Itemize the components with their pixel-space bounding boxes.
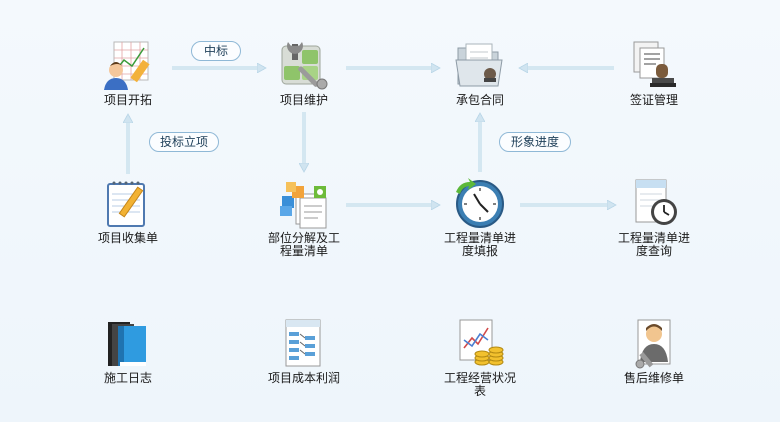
folder-document-icon (455, 43, 503, 87)
chart-coins-icon (459, 319, 504, 366)
document-clock-icon (635, 179, 677, 225)
node-bill-progress-query[interactable]: 工程量清单进度查询 (599, 178, 709, 258)
node-project-cost-profit[interactable]: 项目成本利润 (249, 318, 359, 385)
node-contract[interactable]: 承包合同 (425, 40, 535, 107)
clock-refresh-icon (456, 178, 504, 228)
repair-person-icon (635, 319, 671, 369)
node-project-development[interactable]: 项目开拓 (73, 40, 183, 107)
node-label: 工程经营状况表 (443, 371, 516, 398)
books-icon (108, 322, 146, 366)
node-label: 部位分解及工程量清单 (267, 231, 340, 258)
node-part-breakdown-bill[interactable]: 部位分解及工程量清单 (249, 178, 359, 258)
node-label: 项目维护 (279, 93, 328, 107)
node-signature-management[interactable]: 签证管理 (599, 40, 709, 107)
node-label: 项目成本利润 (267, 371, 340, 385)
node-construction-log[interactable]: 施工日志 (73, 318, 183, 385)
project-maintenance-icon (281, 42, 328, 90)
node-bill-progress-entry[interactable]: 工程量清单进度填报 (425, 178, 535, 258)
node-after-sales-repair[interactable]: 售后维修单 (599, 318, 709, 385)
notepad-pencil-icon (107, 181, 145, 227)
tag-bid-approval: 投标立项 (149, 132, 219, 152)
node-project-maintenance[interactable]: 项目维护 (249, 40, 359, 107)
stamp-document-icon (633, 41, 676, 87)
node-label: 项目开拓 (103, 93, 152, 107)
spreadsheet-icon (285, 319, 321, 367)
node-label: 承包合同 (455, 93, 504, 107)
cubes-document-icon (280, 182, 327, 229)
tag-winning-bid: 中标 (191, 41, 241, 61)
node-label: 售后维修单 (623, 371, 684, 385)
node-label: 签证管理 (629, 93, 678, 107)
node-project-collection-form[interactable]: 项目收集单 (73, 178, 183, 245)
project-development-icon (104, 41, 150, 90)
node-label: 施工日志 (103, 371, 152, 385)
node-label: 工程量清单进度查询 (617, 231, 690, 258)
node-label: 工程量清单进度填报 (443, 231, 516, 258)
node-project-operation-report[interactable]: 工程经营状况表 (425, 318, 535, 398)
tag-visual-progress: 形象进度 (499, 132, 571, 152)
node-label: 项目收集单 (97, 231, 158, 245)
